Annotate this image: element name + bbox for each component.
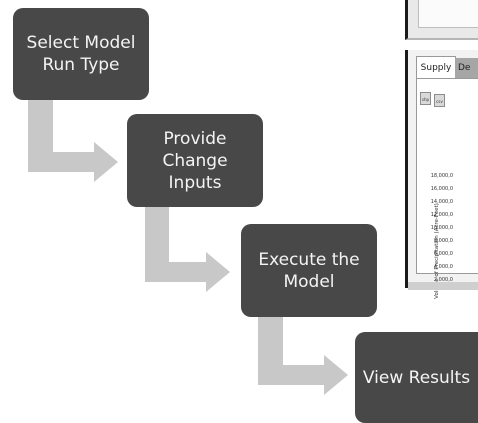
connector-arrow-2: [145, 205, 230, 292]
precipitation-chart-area: shp csv Volume of Precipitation (Acre-Fe…: [416, 78, 478, 299]
panel-bottom-edge: [408, 282, 478, 290]
y-tick-label: 4,000,0: [433, 264, 453, 270]
step-provide-change-inputs: Provide Change Inputs: [127, 114, 263, 207]
csv-file-icon[interactable]: csv: [434, 94, 445, 107]
y-tick-label: 6,000,0: [433, 251, 453, 257]
connector-arrow-3: [258, 317, 348, 395]
app-header-inner: [418, 0, 478, 28]
y-tick-label: 16,000,0: [430, 186, 453, 192]
y-tick-label: 18,000,0: [430, 173, 453, 179]
tab-demand[interactable]: De: [455, 58, 478, 78]
step-execute-the-model: Execute the Model: [241, 224, 377, 317]
y-tick-label: 2,000,0: [433, 277, 453, 283]
step-select-model-run-type: Select Model Run Type: [13, 8, 149, 100]
connector-arrow-1: [28, 100, 118, 182]
y-tick-label: 8,000,0: [433, 238, 453, 244]
app-header-panel: [405, 0, 478, 40]
app-supply-panel: Supply De shp csv Volume of Precipitatio…: [405, 50, 478, 299]
step-view-results: View Results: [355, 332, 478, 423]
y-tick-label: 14,000,0: [430, 199, 453, 205]
shp-file-icon[interactable]: shp: [420, 92, 431, 105]
y-tick-label: 12,000,0: [430, 212, 453, 218]
y-tick-label: 10,000,0: [430, 225, 453, 231]
